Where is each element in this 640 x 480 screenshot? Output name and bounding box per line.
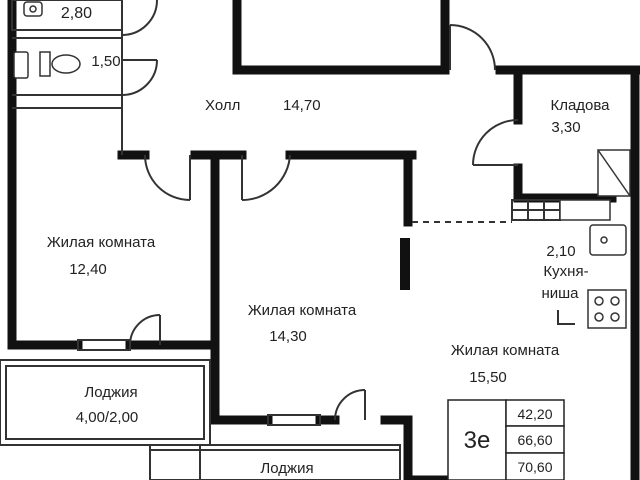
door-arc <box>449 24 496 71</box>
summary-labels: 3е 42,20 66,60 70,60 <box>464 406 553 475</box>
pillar <box>400 238 410 290</box>
window <box>77 339 131 351</box>
summary-cell <box>505 452 565 480</box>
burner-icon <box>594 296 604 306</box>
living-room-2-area: 14,30 <box>269 328 307 345</box>
burner-icon <box>610 296 620 306</box>
apartment-type: 3е <box>464 427 491 454</box>
drain-icon <box>600 236 608 244</box>
toilet-tank-icon <box>39 51 51 77</box>
drain-icon <box>29 5 37 13</box>
walls <box>7 0 640 480</box>
fridge-mark <box>597 149 631 197</box>
storage-name: Кладова <box>550 97 610 114</box>
living-room-3-name: Жилая комната <box>451 342 560 359</box>
bath-area: 2,80 <box>61 5 92 22</box>
summary-table <box>447 399 565 480</box>
loggia-2-name: Лоджия <box>260 460 313 477</box>
kitchen-area: 2,10 <box>546 243 575 260</box>
hall-area: 14,70 <box>283 97 321 114</box>
window <box>267 414 321 426</box>
storage-area: 3,30 <box>551 119 580 136</box>
toilet-bowl-icon <box>51 54 81 74</box>
total-area-value: 66,60 <box>517 432 552 448</box>
door-arc <box>472 119 519 166</box>
kitchen-sink-icon <box>589 224 627 256</box>
total-with-loggia-value: 70,60 <box>517 459 552 475</box>
living-area-value: 42,20 <box>517 406 552 422</box>
loggia-2-outline <box>149 444 401 480</box>
burner-icon <box>610 312 620 322</box>
loggia-1-inner <box>5 365 205 440</box>
wc-sink-icon <box>13 51 29 79</box>
summary-type-cell <box>447 399 507 480</box>
hall-name: Холл <box>205 97 240 114</box>
loggia-1-name: Лоджия <box>84 384 137 401</box>
kitchen-name-line1: Кухня- <box>543 263 588 280</box>
fixtures <box>13 1 631 329</box>
counter-icon <box>559 199 611 221</box>
burner-icon <box>594 312 604 322</box>
stove-icon <box>587 289 627 329</box>
door-arc <box>144 154 191 201</box>
door-arc <box>241 154 291 202</box>
wc-area: 1,50 <box>91 53 120 70</box>
thin-lines <box>0 0 575 480</box>
living-room-2-name: Жилая комната <box>248 302 357 319</box>
living-room-3-area: 15,50 <box>469 369 507 386</box>
door-arc <box>121 59 158 96</box>
niche-marker <box>557 310 575 325</box>
loggia-1-area: 4,00/2,00 <box>76 409 139 426</box>
room-labels: 2,80 1,50 Холл 14,70 Кладова 3,30 Жилая … <box>47 5 610 477</box>
living-room-1-name: Жилая комната <box>47 234 156 251</box>
living-room-1-area: 12,40 <box>69 261 107 278</box>
loggia-1-outline <box>0 359 211 446</box>
door-arc <box>121 0 158 36</box>
door-arc <box>334 389 366 421</box>
kitchen-name-line2: ниша <box>541 285 579 302</box>
